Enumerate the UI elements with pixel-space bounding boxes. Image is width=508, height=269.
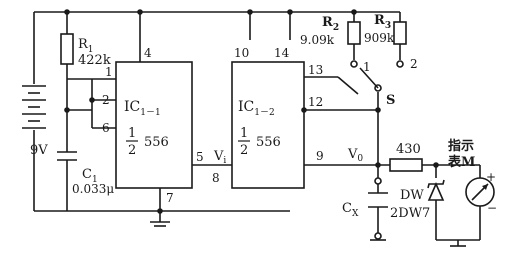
meter-label-line2: 表M [447,154,475,170]
battery-9v [22,85,46,129]
r2-value: 9.09k [300,33,335,47]
meter-label-line1: 指示 [448,138,474,154]
r3-value: 909k [364,31,395,45]
ic1-2-pin-10: 10 [234,46,249,60]
vo-label: V0 [347,147,363,164]
switch-s [350,60,404,92]
ic1-2-frac-den: 2 [240,143,248,158]
vi-label: Vi [213,149,226,166]
cx-label: CX [342,201,359,219]
switch-label: S [386,93,395,108]
r1-label: R1 [78,37,94,55]
ground-ic1-1 [150,211,170,227]
resistor-r2 [347,21,361,45]
r2-label: R2 [322,15,339,33]
ic1-2-pin-9: 9 [316,149,324,163]
ic1-2-pin-12: 12 [308,95,323,109]
ic1-2-chip [231,61,305,189]
dw-part: 2DW7 [390,206,430,221]
meter-plus: + [486,170,496,184]
ground-right [450,240,466,247]
meter-minus: − [487,201,497,215]
c1-value: 0.033μ [72,182,114,196]
resistor-430 [389,158,423,172]
ic1-1-pin-1: 1 [105,65,113,79]
zener-diode [427,179,445,201]
resistor-r3 [393,21,407,45]
resistor-r1 [60,33,74,65]
battery-label: 9V [30,143,48,158]
ic1-2-pin-13: 13 [308,63,323,77]
junction-dots [64,9,439,214]
ic1-1-frac-num: 1 [128,126,136,141]
ic1-2-name: IC1－2 [238,99,275,118]
ic1-2-part: 556 [256,135,281,150]
switch-pos-1: 1 [363,60,371,74]
r3-label: R3 [374,13,391,31]
ic1-1-pin-4: 4 [144,46,152,60]
ic1-1-name: IC1－1 [124,99,161,118]
dw-label: DW [400,188,424,203]
switch-pos-2: 2 [410,57,418,71]
meter-m [465,177,495,207]
r430-value: 430 [396,142,421,157]
c1-label: C1 [82,167,98,185]
ic1-1-frac-den: 2 [128,143,136,158]
ic1-1-pin-2: 2 [102,93,110,107]
ic1-1-pin-7: 7 [166,191,174,205]
ic1-2-pin-14: 14 [274,46,290,60]
ic1-1-chip [115,61,193,189]
ic1-1-pin-6: 6 [102,121,110,135]
ic1-1-pin-5: 5 [196,150,204,164]
capacitor-c1 [57,151,77,161]
ic1-1-part: 556 [144,135,169,150]
ic1-2-pin-8: 8 [212,171,220,185]
capacitor-cx [368,177,388,240]
ic1-2-frac-num: 1 [240,126,248,141]
r1-value: 422k [78,53,111,68]
